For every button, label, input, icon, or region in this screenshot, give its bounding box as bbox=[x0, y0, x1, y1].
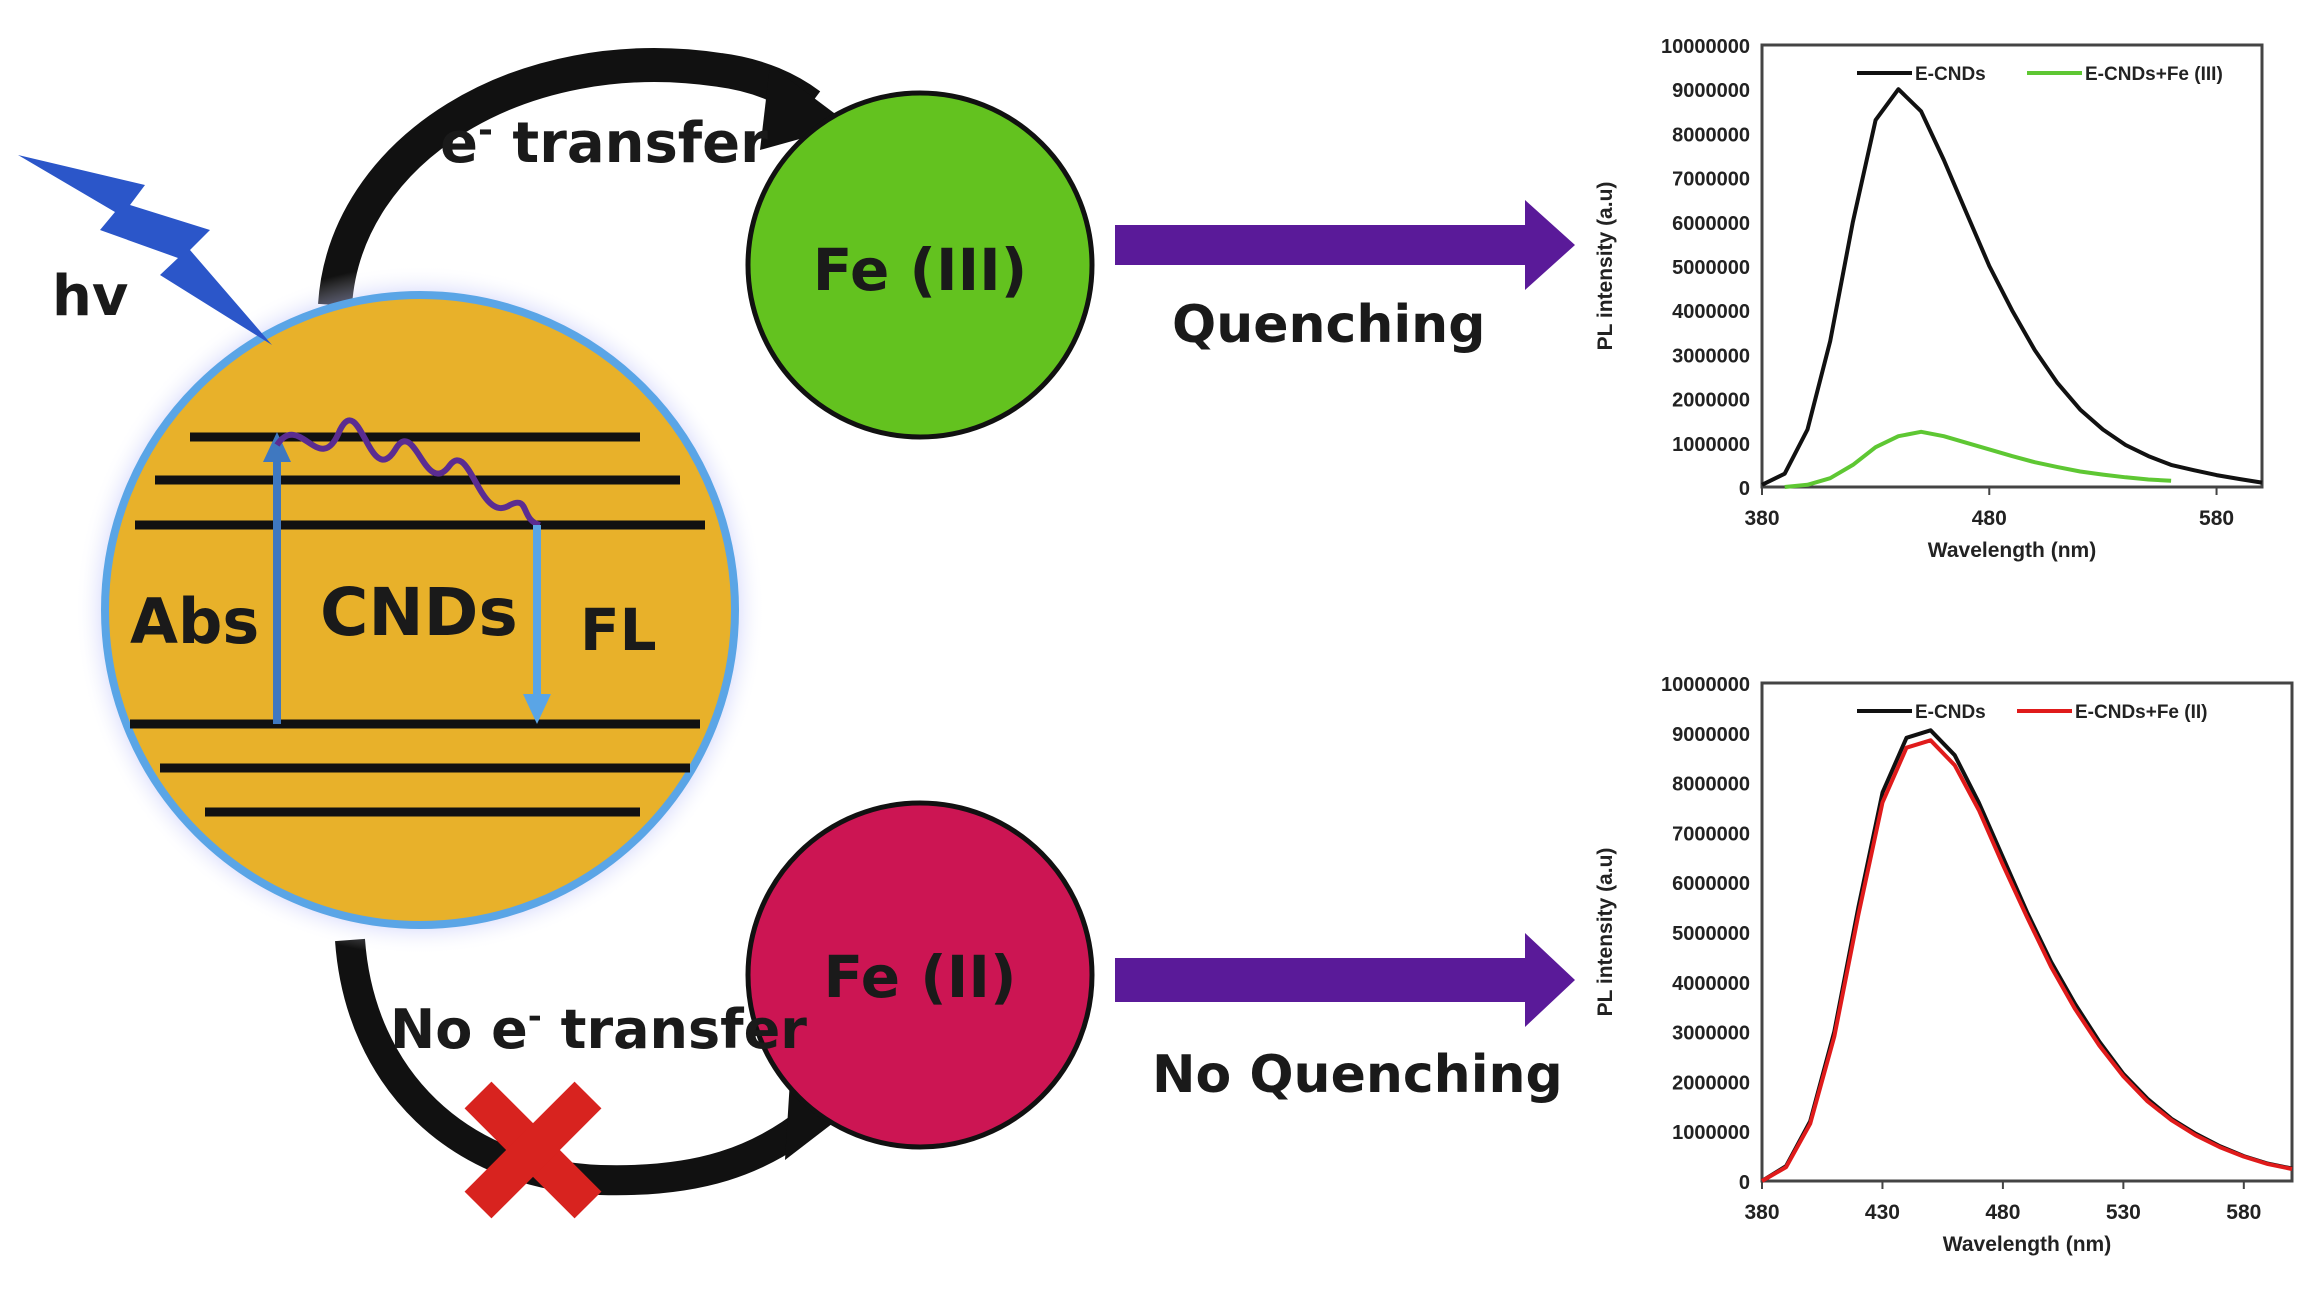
series-line-0 bbox=[1760, 728, 2293, 1183]
plot-frame bbox=[1760, 681, 2294, 1183]
x-tick-label: 380 bbox=[1744, 507, 1779, 530]
no-transfer-cross-icon bbox=[464, 1081, 602, 1219]
y-tick-label: 6000000 bbox=[1672, 213, 1750, 235]
legend-label: E-CNDs+Fe (III) bbox=[2085, 64, 2223, 85]
x-tick-label: 480 bbox=[1972, 507, 2007, 530]
y-tick-label: 1000000 bbox=[1672, 1122, 1750, 1144]
y-axis-label: PL intensity (a.u) bbox=[1594, 848, 1617, 1017]
y-tick-label: 3000000 bbox=[1672, 1023, 1750, 1045]
energy-levels bbox=[130, 432, 705, 817]
y-tick-label: 6000000 bbox=[1672, 873, 1750, 895]
e-transfer-label: e- transfer bbox=[440, 110, 768, 177]
y-tick-label: 4000000 bbox=[1672, 301, 1750, 323]
chart-fe2-spectrum: 0 1000000 2000000 3000000 4000000 5000000 6000… bbox=[1594, 674, 2294, 1256]
fl-label: FL bbox=[580, 596, 657, 664]
fe2-circle bbox=[745, 800, 1095, 1150]
y-tick-label: 9000000 bbox=[1672, 724, 1750, 746]
legend-label: E-CNDs+Fe (II) bbox=[2075, 702, 2208, 723]
y-tick-label: 0 bbox=[1739, 1172, 1750, 1194]
hv-label: hv bbox=[52, 264, 128, 329]
y-tick-label: 9000000 bbox=[1672, 80, 1750, 102]
x-tick-label: 580 bbox=[2226, 1201, 2261, 1224]
abs-arrowhead bbox=[263, 432, 291, 462]
y-tick-label: 10000000 bbox=[1661, 674, 1750, 696]
cnds-label: CNDs bbox=[320, 574, 518, 651]
e-transfer-prefix: e bbox=[440, 111, 478, 176]
x-tick-label: 580 bbox=[2199, 507, 2234, 530]
y-tick-label: 5000000 bbox=[1672, 257, 1750, 279]
x-axis-label: Wavelength (nm) bbox=[1928, 539, 2096, 562]
y-tick-label: 2000000 bbox=[1672, 390, 1750, 412]
relaxation-wavy-line bbox=[274, 417, 542, 528]
x-tick-label: 380 bbox=[1744, 1201, 1779, 1224]
y-tick-label: 7000000 bbox=[1672, 169, 1750, 191]
plot-frame bbox=[1760, 43, 2264, 489]
y-tick-label: 7000000 bbox=[1672, 823, 1750, 845]
y-tick-label: 8000000 bbox=[1672, 774, 1750, 796]
no-e-transfer-label: No e- transfer bbox=[390, 997, 807, 1061]
y-axis-label: PL intensity (a.u) bbox=[1594, 182, 1617, 351]
y-tick-label: 4000000 bbox=[1672, 973, 1750, 995]
series-line-1 bbox=[1784, 429, 2172, 489]
no-quenching-arrow bbox=[1115, 933, 1575, 1027]
y-tick-label: 10000000 bbox=[1661, 36, 1750, 58]
e-transfer-sup: - bbox=[478, 110, 493, 151]
y-tick-label: 3000000 bbox=[1672, 345, 1750, 367]
x-axis-label: Wavelength (nm) bbox=[1943, 1233, 2111, 1256]
series-line-0 bbox=[1761, 87, 2263, 487]
series-line-1 bbox=[1761, 738, 2293, 1183]
lightning-icon bbox=[18, 155, 272, 345]
abs-label: Abs bbox=[130, 585, 259, 658]
no-e-transfer-prefix: No e bbox=[390, 998, 528, 1061]
fl-arrowhead bbox=[523, 694, 551, 724]
y-tick-label: 0 bbox=[1739, 478, 1750, 500]
y-tick-label: 1000000 bbox=[1672, 434, 1750, 456]
fe2-label: Fe (II) bbox=[824, 943, 1017, 1011]
legend-label: E-CNDs bbox=[1915, 702, 1986, 723]
y-tick-label: 2000000 bbox=[1672, 1072, 1750, 1094]
quenching-arrow bbox=[1115, 200, 1575, 290]
chart-fe3-spectrum: 0 1000000 2000000 3000000 4000000 5000000 6000… bbox=[1594, 36, 2264, 562]
fe3-circle bbox=[745, 90, 1095, 440]
legend-label: E-CNDs bbox=[1915, 64, 1986, 85]
quenching-label: Quenching bbox=[1172, 295, 1485, 355]
y-tick-label: 8000000 bbox=[1672, 124, 1750, 146]
y-tick-label: 5000000 bbox=[1672, 923, 1750, 945]
x-tick-label: 480 bbox=[1985, 1201, 2020, 1224]
no-quenching-label: No Quenching bbox=[1152, 1045, 1563, 1105]
e-transfer-suffix: transfer bbox=[493, 111, 768, 176]
fe3-label: Fe (III) bbox=[813, 236, 1028, 304]
no-e-transfer-sup: - bbox=[528, 997, 542, 1037]
no-e-transfer-suffix: transfer bbox=[542, 998, 807, 1061]
x-tick-label: 530 bbox=[2106, 1201, 2141, 1224]
x-tick-label: 430 bbox=[1865, 1201, 1900, 1224]
